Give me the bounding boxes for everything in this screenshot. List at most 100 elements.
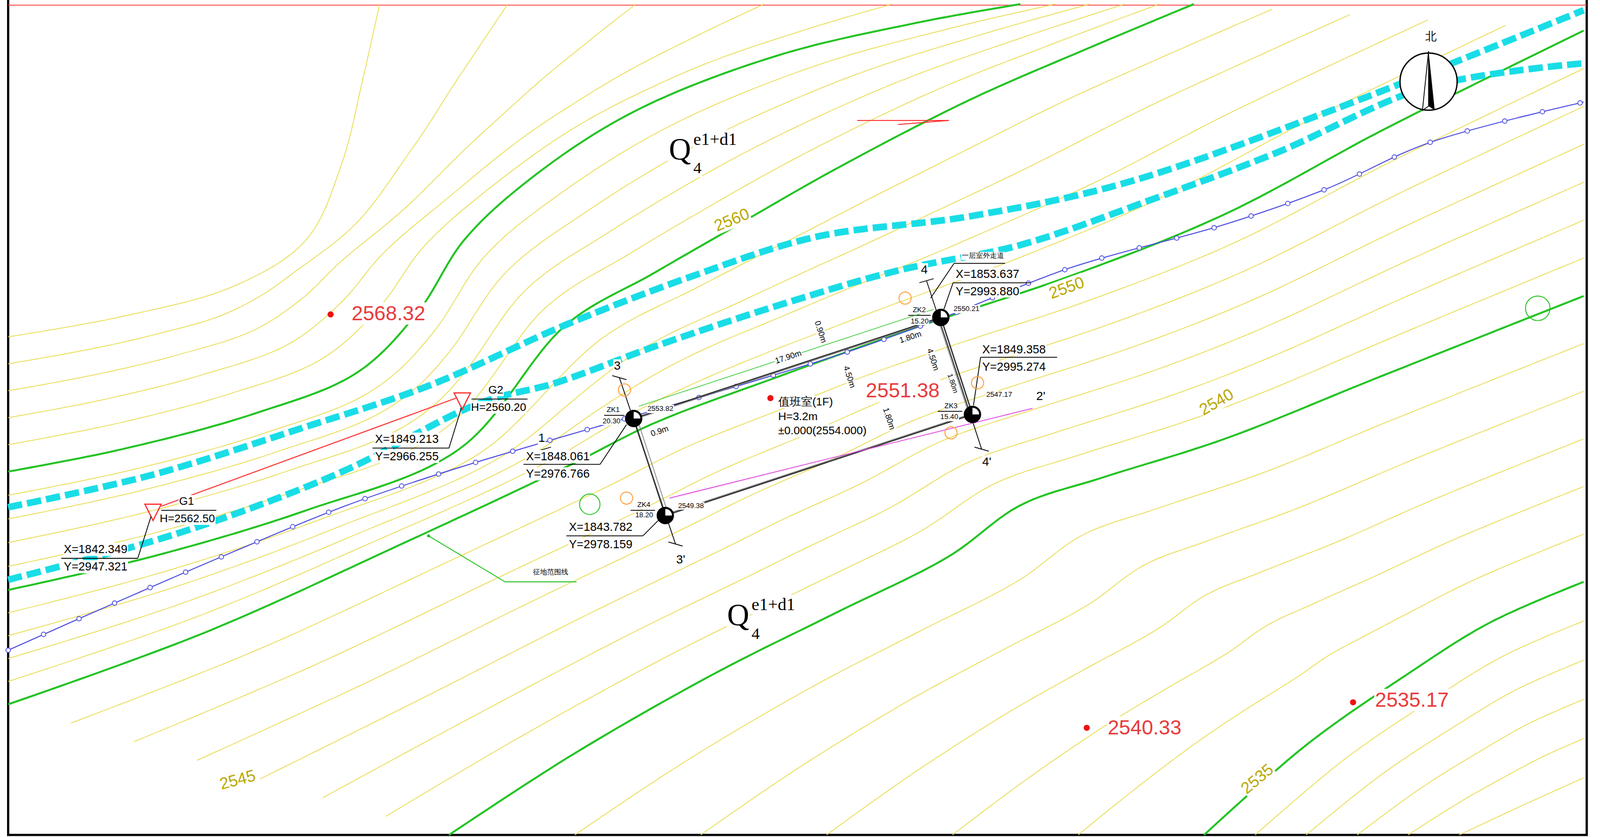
- leader-line: [642, 520, 658, 536]
- elevation-point: [1349, 699, 1356, 706]
- elevation-point-label: 2551.38: [865, 379, 941, 402]
- survey-point: [326, 510, 331, 515]
- borehole-id: ZK3: [943, 402, 958, 410]
- index-contour: [1204, 581, 1584, 835]
- contour-line: [1255, 620, 1584, 835]
- control-point-elevation: H=2562.50: [159, 512, 216, 525]
- index-contour: [8, 4, 1195, 590]
- road-edge: [8, 10, 1584, 508]
- survey-point: [1321, 187, 1326, 193]
- elevation-point: [327, 311, 334, 318]
- leader-line: [448, 408, 462, 448]
- contour-line: [8, 4, 380, 338]
- contour-line: [259, 182, 1584, 779]
- leader-line: [604, 415, 625, 417]
- coordinate-x: X=1853.637: [955, 267, 1020, 281]
- geology-superscript: e1+d1: [751, 594, 796, 614]
- geology-subscript: 4: [751, 624, 761, 643]
- survey-point: [808, 361, 813, 366]
- survey-point: [585, 427, 590, 432]
- contour-label: 2545: [217, 765, 258, 793]
- survey-point: [1174, 235, 1179, 240]
- borehole-symbol: [625, 409, 643, 428]
- dimension-label: 1.80m: [945, 372, 960, 395]
- geology-superscript: e1+d1: [693, 129, 738, 149]
- survey-point: [845, 349, 850, 354]
- survey-point: [1099, 255, 1104, 260]
- contour-line: [8, 9, 1272, 613]
- survey-point: [76, 616, 81, 621]
- leader-line: [600, 424, 627, 465]
- survey-point: [1211, 225, 1217, 230]
- borehole-sector: [972, 407, 980, 415]
- contour-line: [8, 14, 1350, 636]
- red-mark: [856, 120, 949, 125]
- leader-line: [980, 356, 1058, 358]
- leader-line: [919, 278, 934, 283]
- survey-point: [362, 496, 367, 501]
- contour-line: [8, 20, 1428, 659]
- survey-point: [1285, 201, 1291, 206]
- marker-circle: [944, 426, 958, 440]
- coordinate-x: X=1849.358: [981, 343, 1047, 357]
- borehole-symbol: [656, 506, 675, 525]
- contour-line: [1078, 534, 1584, 835]
- coordinate-x: X=1849.213: [374, 432, 440, 446]
- dimension-label: 1.80m: [897, 329, 924, 346]
- survey-point: [290, 524, 295, 529]
- borehole-depth: 18.20: [634, 511, 654, 519]
- survey-point: [1392, 154, 1397, 160]
- road-edge: [8, 63, 1584, 581]
- elevation-point-label: 2568.32: [351, 302, 427, 325]
- survey-point: [112, 600, 117, 606]
- coordinate-x: X=1848.061: [525, 449, 590, 463]
- survey-point: [219, 554, 224, 560]
- dimension-label: 0.9m: [649, 423, 671, 439]
- leader-line: [566, 535, 643, 537]
- coordinate-y: Y=2947.321: [63, 560, 129, 574]
- dimension-label: 4.50m: [925, 346, 942, 373]
- leader-line: [61, 557, 138, 560]
- section-mark: 4: [920, 263, 929, 277]
- section-mark: 3: [613, 359, 622, 373]
- geology-subscript: 4: [693, 159, 703, 177]
- leader-line: [974, 447, 989, 452]
- borehole-depth: 20.30: [601, 417, 621, 425]
- contour-line: [1459, 777, 1584, 835]
- contour-line: [1306, 659, 1584, 835]
- leader-line: [937, 410, 963, 412]
- dimension-label: 0.90m: [813, 319, 829, 345]
- leader-line: [954, 262, 1006, 264]
- marker-circle: [618, 383, 631, 397]
- boundary-label: 征地范围线: [532, 568, 569, 576]
- section-mark: 2': [1035, 389, 1046, 404]
- building-name: 值班室(1F): [777, 395, 834, 409]
- section-mark: 4': [981, 455, 993, 469]
- contour-line: [574, 343, 1584, 835]
- building-height: H=3.2m: [777, 410, 819, 423]
- boundary-dot: [427, 534, 431, 538]
- coordinate-y: Y=2966.255: [374, 449, 440, 463]
- leader-line: [137, 516, 151, 559]
- leader-line: [973, 357, 981, 405]
- leader-line: [523, 464, 600, 466]
- boundary-leader: [428, 535, 577, 582]
- borehole-id: ZK4: [636, 500, 651, 509]
- survey-point: [399, 483, 404, 488]
- coordinate-x: X=1843.782: [568, 520, 633, 534]
- leader-line: [953, 282, 1031, 284]
- north-arrow-needle: [1422, 51, 1429, 111]
- control-point-name: G2: [487, 383, 505, 397]
- borehole-elevation: 2547.17: [985, 390, 1013, 399]
- dimension-label: 1.80m: [881, 405, 898, 432]
- survey-point: [547, 437, 552, 443]
- index-contour: [448, 295, 1584, 835]
- elevation-point: [1083, 724, 1090, 731]
- boundary-red-line: [8, 4, 1587, 6]
- marker-circle: [579, 493, 601, 515]
- contour-line: [8, 4, 765, 418]
- survey-point: [1427, 140, 1433, 145]
- contour-line: [8, 25, 1506, 682]
- survey-point: [147, 585, 152, 590]
